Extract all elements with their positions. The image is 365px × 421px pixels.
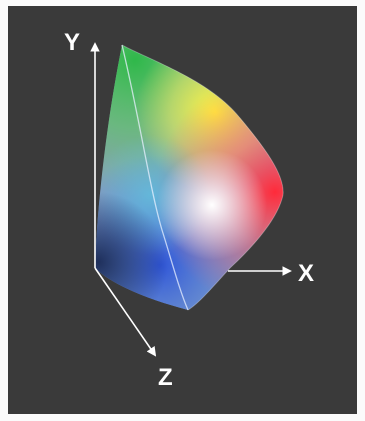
- solid-outline: [121, 44, 284, 311]
- z-axis-line: [94, 267, 157, 357]
- x-axis-label: X: [298, 260, 314, 287]
- dark-region: [95, 45, 284, 310]
- color-solid: [95, 44, 284, 311]
- y-axis-label: Y: [64, 29, 80, 56]
- axes: Y X Z: [64, 29, 314, 391]
- z-axis-label: Z: [158, 364, 173, 391]
- solid-edge-curve: [121, 44, 189, 311]
